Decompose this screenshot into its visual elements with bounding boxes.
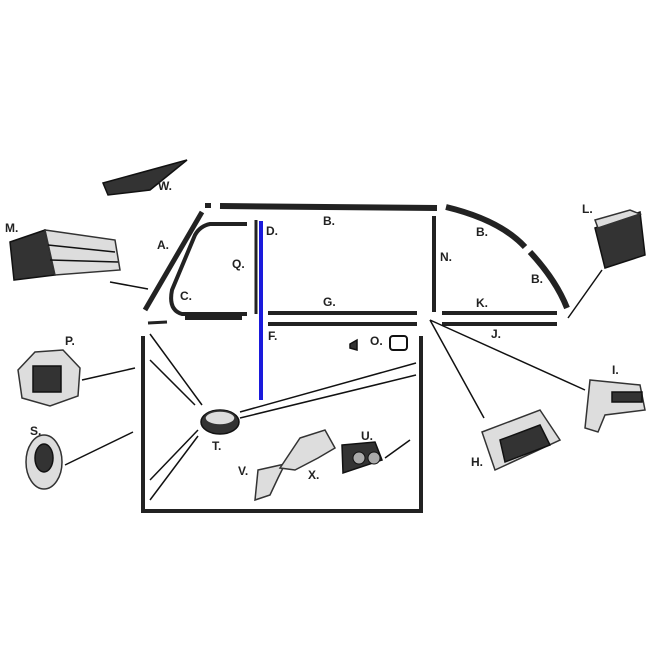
label-c: C. (180, 289, 192, 303)
leader-lines (64, 269, 603, 501)
label-h: H. (471, 455, 483, 469)
label-t: T. (212, 439, 221, 453)
strip-a (142, 210, 205, 312)
label-m: M. (5, 221, 18, 235)
label-p: P. (65, 334, 75, 348)
label-f: F. (268, 329, 277, 343)
label-w: W. (158, 179, 172, 193)
label-v: V. (238, 464, 248, 478)
part-s (25, 434, 63, 490)
part-i (584, 379, 646, 433)
part-u (341, 441, 383, 475)
label-a: A. (157, 238, 169, 252)
part-h (481, 409, 562, 472)
part-m (9, 229, 121, 281)
label-i: I. (612, 363, 619, 377)
door-frame (141, 336, 423, 513)
label-b-roof: B. (323, 214, 335, 228)
label-o: O. (370, 334, 383, 348)
part-w (101, 159, 188, 196)
label-x: X. (308, 468, 319, 482)
part-o-small (349, 338, 358, 351)
label-d: D. (266, 224, 278, 238)
label-b-rear-upper: B. (476, 225, 488, 239)
labels: W. M. A. C. Q. D. B. B. B. N. L. G. K. F… (5, 179, 619, 482)
label-q: Q. (232, 257, 245, 271)
part-x (278, 429, 337, 471)
label-l: L. (582, 202, 593, 216)
label-k: K. (476, 296, 488, 310)
part-o-large (389, 335, 408, 351)
part-l (594, 209, 646, 269)
strip-b-roof (205, 203, 570, 310)
label-n: N. (440, 250, 452, 264)
label-b-rear-lower: B. (531, 272, 543, 286)
part-t (200, 409, 240, 435)
label-g: G. (323, 295, 336, 309)
part-v (254, 462, 287, 502)
label-u: U. (361, 429, 373, 443)
label-s: S. (30, 424, 41, 438)
strip-c (169, 222, 247, 316)
part-p (17, 349, 81, 407)
label-j: J. (491, 327, 501, 341)
